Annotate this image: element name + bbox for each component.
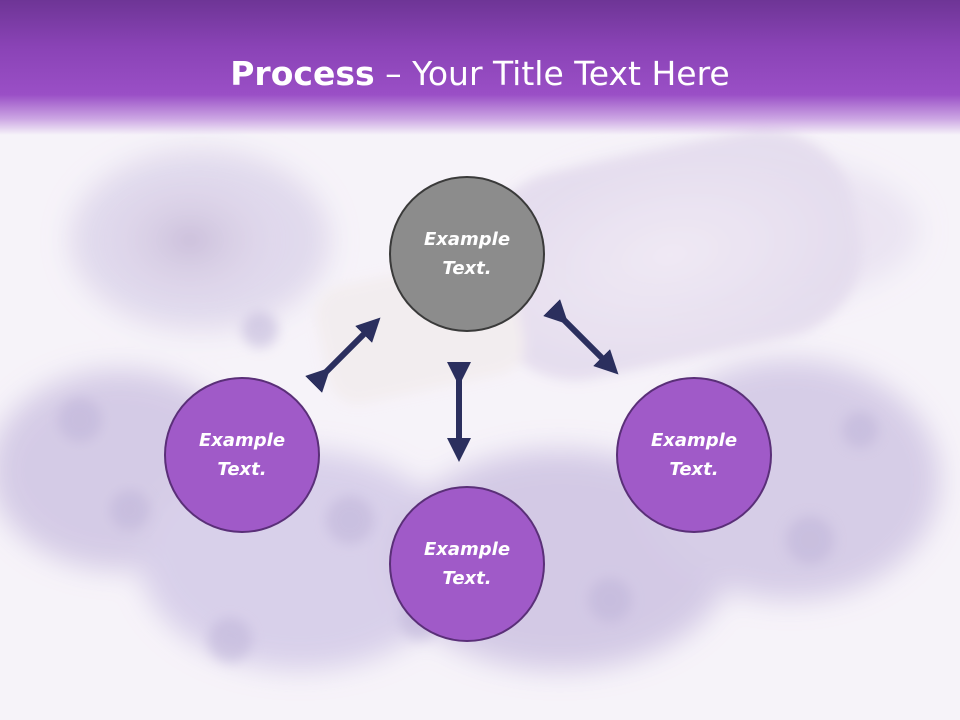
node-bottom-line2: Text.: [442, 568, 492, 589]
node-left-line1: Example: [198, 430, 286, 451]
arrow-top-right: [543, 299, 619, 375]
title-bar: [0, 0, 960, 135]
node-left-line2: Text.: [217, 459, 267, 480]
node-right-line1: Example: [650, 430, 738, 451]
node-right[interactable]: Example Text.: [616, 377, 772, 533]
slide-title[interactable]: Process – Your Title Text Here: [0, 52, 960, 96]
node-bottom-line1: Example: [423, 539, 511, 560]
node-top-line2: Text.: [442, 258, 492, 279]
node-top-line1: Example: [423, 229, 511, 250]
node-left[interactable]: Example Text.: [164, 377, 320, 533]
node-top[interactable]: Example Text.: [389, 176, 545, 332]
title-rest: – Your Title Text Here: [374, 54, 730, 93]
node-right-line2: Text.: [669, 459, 719, 480]
arrow-top-left: [305, 317, 381, 393]
title-bold: Process: [230, 54, 375, 93]
node-bottom[interactable]: Example Text.: [389, 486, 545, 642]
